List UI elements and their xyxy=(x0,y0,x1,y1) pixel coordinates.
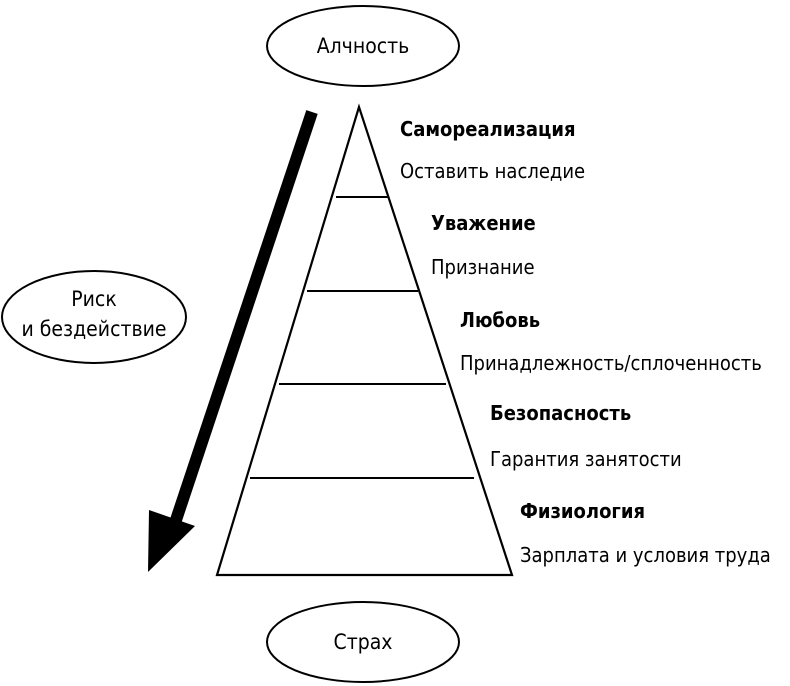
fear-label: Страх xyxy=(334,630,393,654)
level-esteem: Уважение Признание xyxy=(431,211,536,279)
risk-ellipse xyxy=(1,270,187,364)
risk-label-line1: Риск xyxy=(71,287,116,311)
arrow-shaft xyxy=(170,110,318,522)
descending-arrow xyxy=(148,110,318,572)
arrow-head xyxy=(148,510,195,572)
level-love: Любовь Принадлежность/сплоченность xyxy=(460,308,762,375)
fear-ellipse xyxy=(266,601,460,683)
level-title: Самореализация xyxy=(400,117,576,141)
level-description: Оставить наследие xyxy=(400,159,585,183)
level-title: Любовь xyxy=(460,308,540,332)
level-physiology: Физиология Зарплата и условия труда xyxy=(520,499,771,567)
risk-label-line2: и бездействие xyxy=(22,317,167,341)
level-description: Признание xyxy=(431,255,535,279)
level-title: Уважение xyxy=(431,211,536,235)
fear-node: Страх xyxy=(266,601,460,683)
level-self-actualization: Самореализация Оставить наследие xyxy=(400,117,585,183)
risk-node: Риск и бездействие xyxy=(1,270,187,364)
greed-label: Алчность xyxy=(317,34,410,58)
pyramid-outline xyxy=(215,103,514,577)
level-description: Принадлежность/сплоченность xyxy=(460,351,762,375)
greed-ellipse xyxy=(266,5,460,87)
level-description: Гарантия занятости xyxy=(490,447,682,471)
level-title: Безопасность xyxy=(490,401,631,425)
greed-node: Алчность xyxy=(266,5,460,87)
level-description: Зарплата и условия труда xyxy=(520,543,771,567)
level-safety: Безопасность Гарантия занятости xyxy=(490,401,682,471)
pyramid xyxy=(215,103,514,577)
level-title: Физиология xyxy=(520,499,645,523)
